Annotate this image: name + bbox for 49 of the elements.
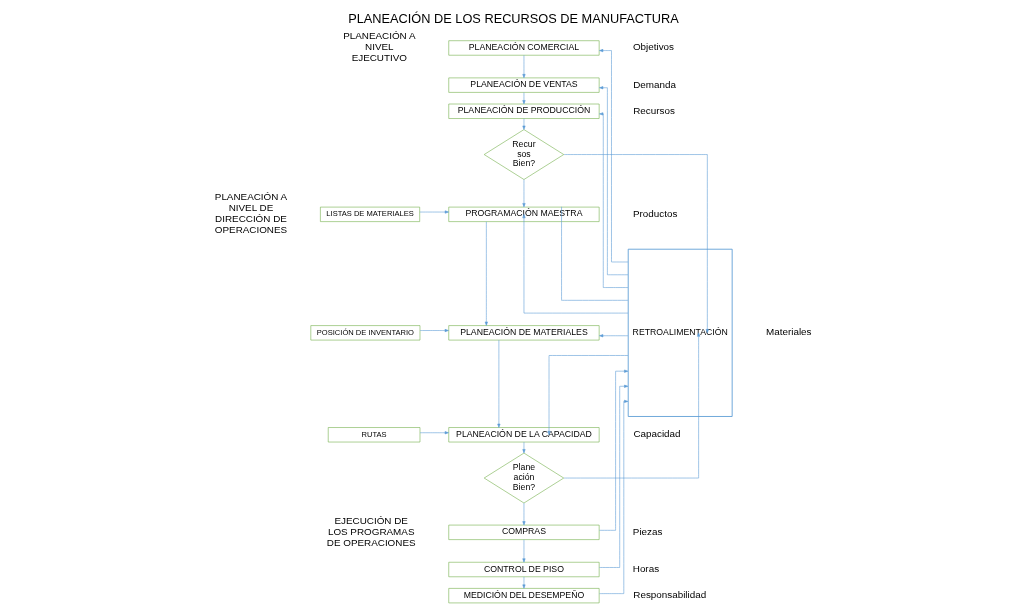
label: PLANEACIÓN A NIVEL DE DIRECCIÓN DE OPERACIONES [214,191,288,236]
arrow [522,179,526,208]
node-box: PLANEACIÓN DE PRODUCCIÓN [448,103,600,119]
label: Objetivos [632,41,675,53]
arrow [522,92,526,105]
label: Materiales [766,326,812,338]
arrow [563,154,709,334]
arrow [522,502,526,526]
connector [561,206,629,301]
arrow [599,49,629,263]
label: Recursos [633,104,675,116]
arrow [599,384,629,568]
diagram-title: PLANEACIÓN DE LOS RECURSOS DE MANUFACTURA [348,11,679,27]
arrow [419,329,449,333]
node-diamond: Plane ación Bien? [483,452,565,504]
node-box: CONTROL DE PISO [448,561,600,578]
arrow [522,118,526,130]
node-box: PLANEACIÓN COMERCIAL [448,40,600,56]
node-box: PLANEACIÓN DE VENTAS [448,77,600,93]
arrow [599,369,629,531]
label: Horas [632,562,660,574]
label: Demanda [633,78,677,90]
arrow [522,539,526,563]
node-box: COMPRAS [448,524,600,540]
arrow [599,334,629,338]
label: Productos [633,207,678,219]
arrow [522,576,526,589]
node-box: MEDICIÓN DEL DESEMPEÑO [448,588,600,604]
arrow [599,112,629,288]
label: Responsabilidad [633,589,707,601]
arrow [547,355,629,436]
arrow [599,399,629,594]
arrow [419,210,449,214]
arrow [522,55,526,79]
arrow [497,339,501,428]
arrow [563,332,701,479]
arrow [599,86,629,276]
node-box: RETROALIMENTACIÓN [627,248,733,417]
node-box: PLANEACIÓN DE MATERIALES [448,325,600,341]
label: PLANEACIÓN A NIVEL EJECUTIVO [343,30,416,64]
arrow [522,214,629,314]
arrow [522,441,526,454]
label: Capacidad [633,428,681,440]
node-diamond: Recur sos Bien? [483,129,565,180]
arrow [484,221,488,326]
label: EJECUCIÓN DE LOS PROGRAMAS DE OPERACIONES [326,514,416,548]
arrow [419,431,449,435]
label: Piezas [632,525,663,537]
node-box: PLANEACIÓN DE LA CAPACIDAD [448,427,600,443]
